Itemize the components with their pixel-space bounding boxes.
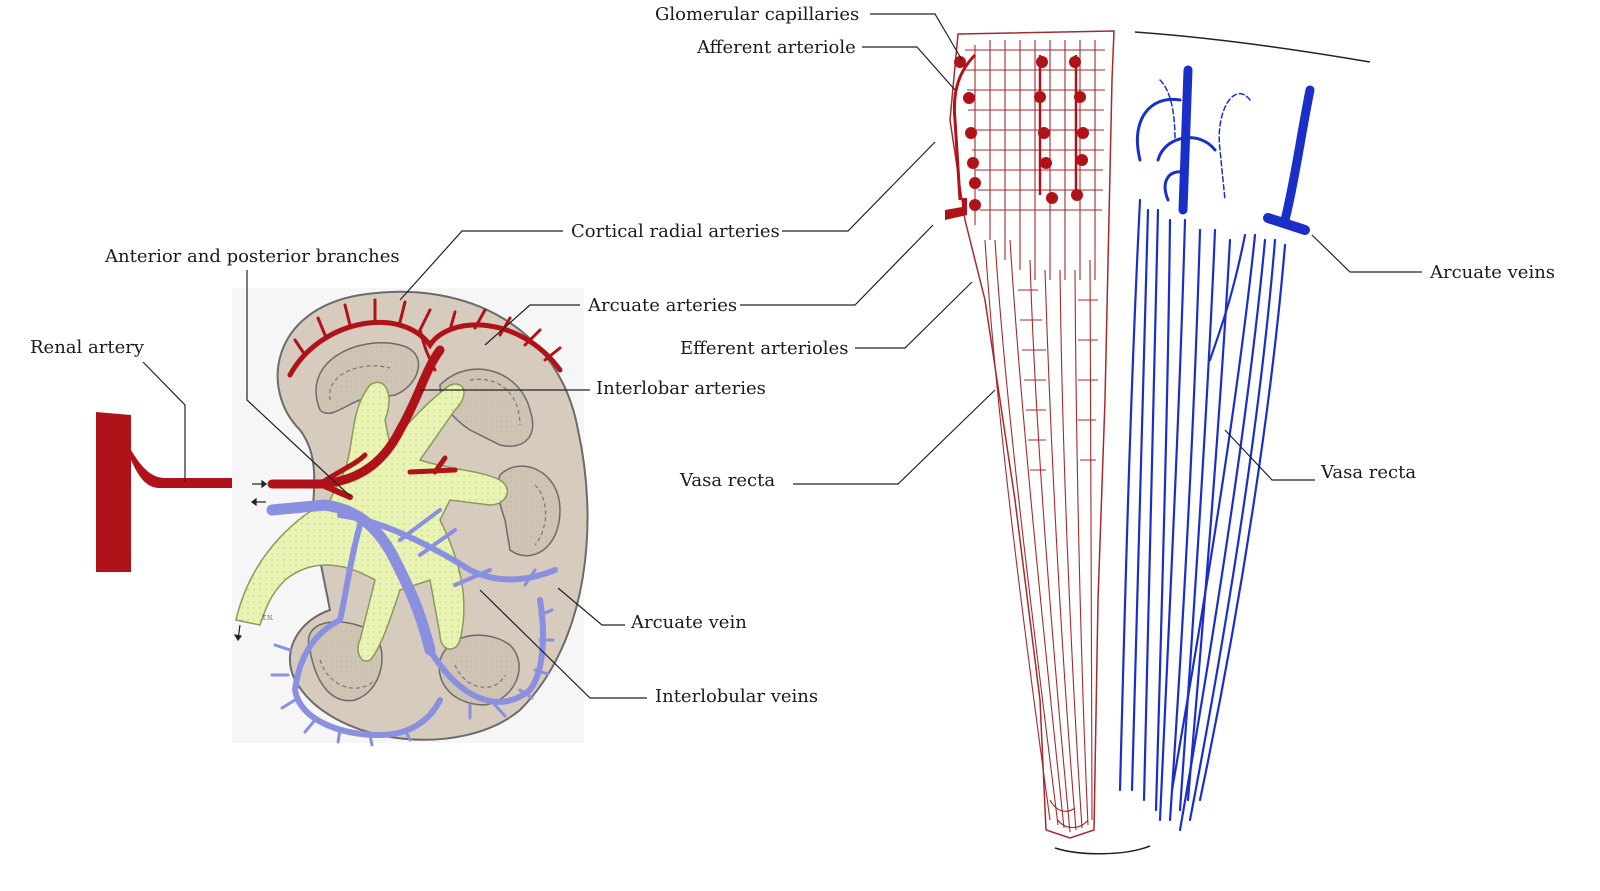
label-interlobar-arteries: Interlobar arteries: [596, 378, 766, 399]
label-arcuate-arteries: Arcuate arteries: [588, 295, 738, 316]
label-vasa-recta-arterial: Vasa recta: [680, 470, 776, 491]
papilla-line: [1054, 845, 1151, 855]
artist-signature: T.N.: [262, 615, 274, 622]
venous-cone: [1118, 65, 1315, 832]
renal-artery-graphic: [96, 412, 232, 572]
label-arcuate-vein: Arcuate vein: [631, 612, 747, 633]
label-renal-artery: Renal artery: [30, 337, 145, 358]
kidney-veins: [266, 499, 558, 747]
flow-arrows: [233, 479, 267, 642]
microcirculation-panel: [945, 30, 1371, 855]
label-glomerular-capillaries: Glomerular capillaries: [655, 4, 860, 25]
label-vasa-recta-venous: Vasa recta: [1321, 462, 1417, 483]
glomeruli: [945, 53, 1089, 220]
capsule-line: [1134, 31, 1371, 63]
kidney-arteries: [267, 298, 563, 500]
label-arcuate-veins: Arcuate veins: [1430, 262, 1556, 283]
label-interlobular-veins: Interlobular veins: [655, 686, 819, 707]
label-efferent-arterioles: Efferent arterioles: [680, 338, 849, 359]
label-afferent-arteriole: Afferent arteriole: [697, 37, 856, 58]
kidney-panel: T.N.: [96, 288, 589, 747]
label-cortical-radial-arteries: Cortical radial arteries: [571, 221, 780, 242]
label-anterior-posterior-branches: Anterior and posterior branches: [105, 246, 400, 267]
arterial-cone: [949, 30, 1115, 839]
leader-lines: [142, 13, 1422, 699]
